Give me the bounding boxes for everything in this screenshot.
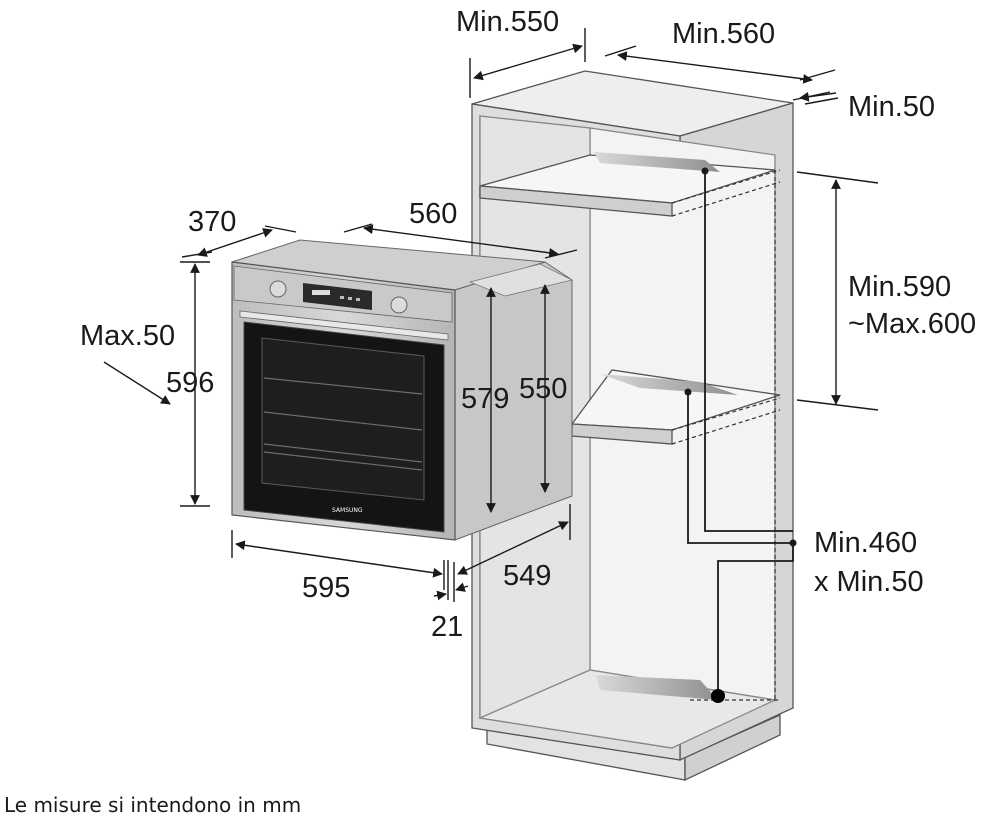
- label-front-offset: Max.50: [80, 320, 175, 352]
- door-handle: [239, 310, 449, 341]
- label-vent-length: Min.460: [814, 527, 917, 559]
- vent-marker-top: [701, 167, 709, 175]
- right-knob: [390, 296, 408, 314]
- label-door-thickness: 21: [431, 611, 463, 643]
- vent-leaders: [687, 171, 794, 695]
- middle-vent-slot: [600, 374, 738, 395]
- oven-brand: SAMSUNG: [332, 507, 363, 514]
- label-body-depth: 549: [503, 560, 551, 592]
- label-oven-body-width: 560: [409, 198, 457, 230]
- label-cab-depth: Min.550: [456, 6, 559, 38]
- label-oven-height: 596: [166, 367, 214, 399]
- label-vent-width: x Min.50: [814, 566, 924, 598]
- label-front-width: 595: [302, 572, 350, 604]
- bottom-vent-slot: [596, 675, 718, 700]
- label-body-height-579: 579: [461, 383, 509, 415]
- upper-vent-slot: [594, 152, 720, 172]
- label-cab-width: Min.560: [672, 18, 775, 50]
- left-knob: [269, 280, 287, 298]
- vent-marker-mid: [684, 388, 692, 396]
- dimension-lines: [103, 28, 879, 602]
- display: [303, 283, 372, 310]
- units-footnote: Le misure si intendono in mm: [4, 793, 302, 817]
- vent-marker-bottom: [711, 689, 725, 703]
- label-back-gap: Min.50: [848, 91, 935, 123]
- vent-junction-dot: [789, 539, 797, 547]
- hidden-lines: [671, 169, 781, 701]
- label-niche-height-max: ~Max.600: [848, 308, 976, 340]
- label-oven-depth: 370: [188, 206, 236, 238]
- label-body-height-550: 550: [519, 373, 567, 405]
- oven-racks: [263, 377, 423, 471]
- label-niche-height-min: Min.590: [848, 271, 951, 303]
